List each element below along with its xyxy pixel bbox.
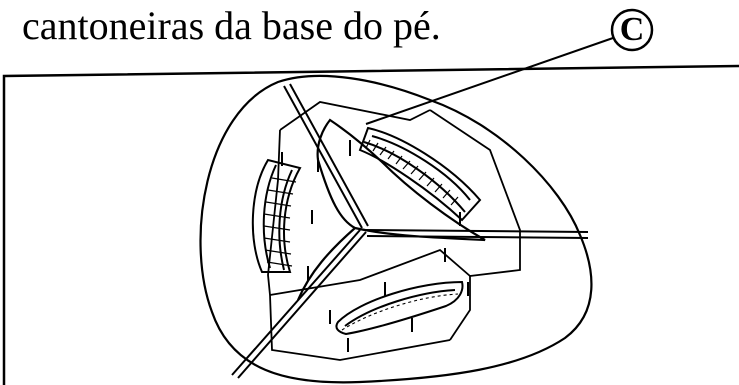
frame-border (2, 64, 739, 385)
divider-lines (231, 83, 589, 379)
center-triangle (296, 118, 486, 301)
corner-bracket-left (251, 152, 319, 280)
caption-text: cantoneiras da base do pé. (22, 3, 441, 48)
base-outline (199, 74, 593, 384)
corner-bracket-bottom (329, 248, 469, 352)
callout-leader (365, 37, 614, 125)
callout-label-c: C (619, 11, 645, 48)
callout-circle (610, 8, 654, 52)
corner-bracket-top (349, 126, 482, 226)
